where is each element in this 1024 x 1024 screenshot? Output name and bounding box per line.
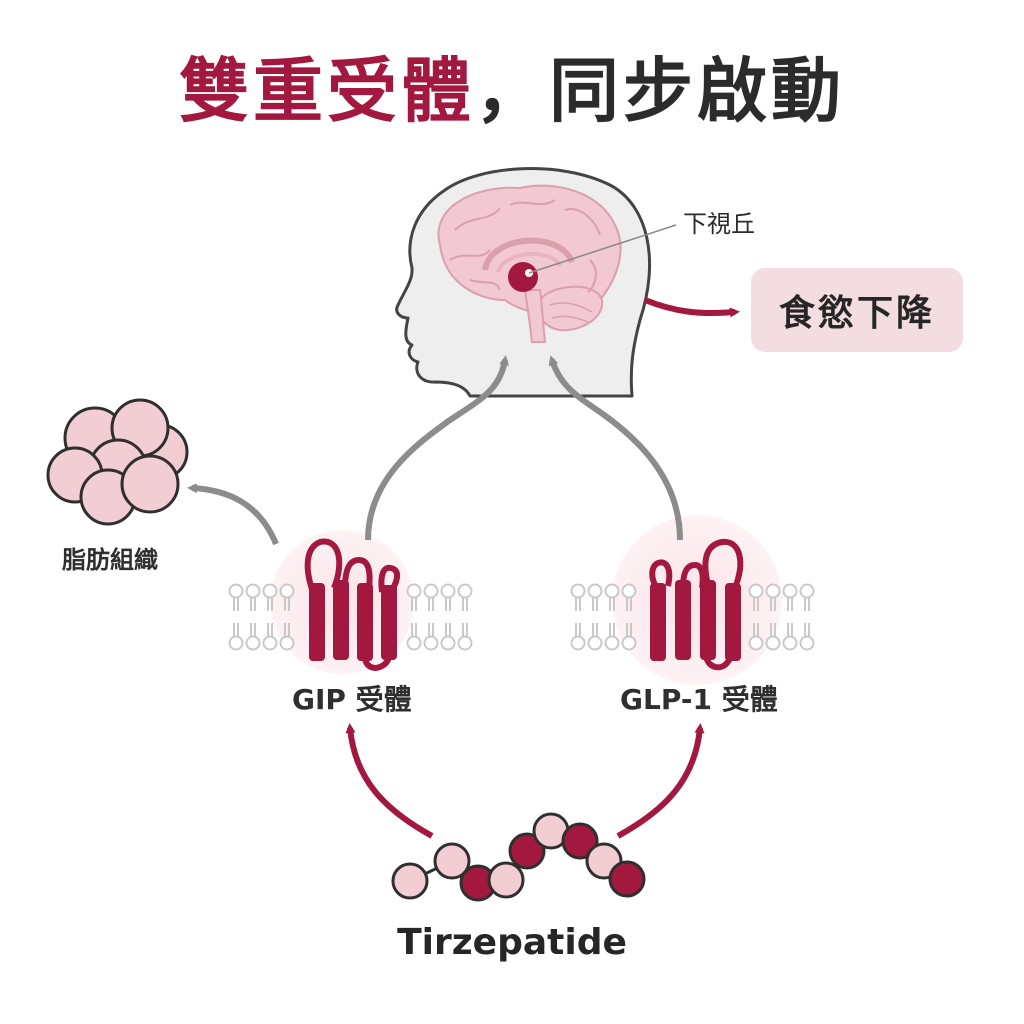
glp1-receptor-glow (612, 515, 782, 685)
appetite-decrease-box: 食慾下降 (751, 268, 963, 352)
membrane-icon (748, 583, 815, 651)
hypothalamus-label: 下視丘 (683, 210, 755, 238)
drug-label: Tirzepatide (397, 922, 627, 963)
peptide-chain-icon (391, 812, 646, 902)
hypothalamus-marker (508, 262, 538, 292)
title-rest: ，同步啟動 (475, 50, 845, 132)
effect-arrow (643, 297, 740, 318)
adipose-tissue-label: 脂肪組織 (62, 546, 158, 574)
gip-receptor-label: GIP 受體 (292, 683, 412, 716)
adipose-arrow (187, 483, 279, 546)
glp1-to-brain-arrow (548, 355, 683, 541)
drug-to-glp1-arrow (616, 723, 705, 839)
title-highlight: 雙重受體 (179, 50, 475, 132)
membrane-icon (570, 583, 637, 651)
fat-cell-icon (46, 398, 189, 526)
appetite-decrease-label: 食慾下降 (778, 293, 935, 334)
receptor-icon (304, 538, 401, 671)
gip-to-brain-arrow (365, 355, 510, 541)
glp1-receptor-label: GLP-1 受體 (620, 683, 778, 716)
page-title: 雙重受體，同步啟動 (0, 46, 1024, 136)
membrane-icon (406, 583, 473, 651)
membrane-icon (228, 583, 295, 651)
drug-to-gip-arrow (345, 723, 434, 839)
brain-icon (437, 184, 677, 343)
receptor-icon (649, 538, 744, 671)
